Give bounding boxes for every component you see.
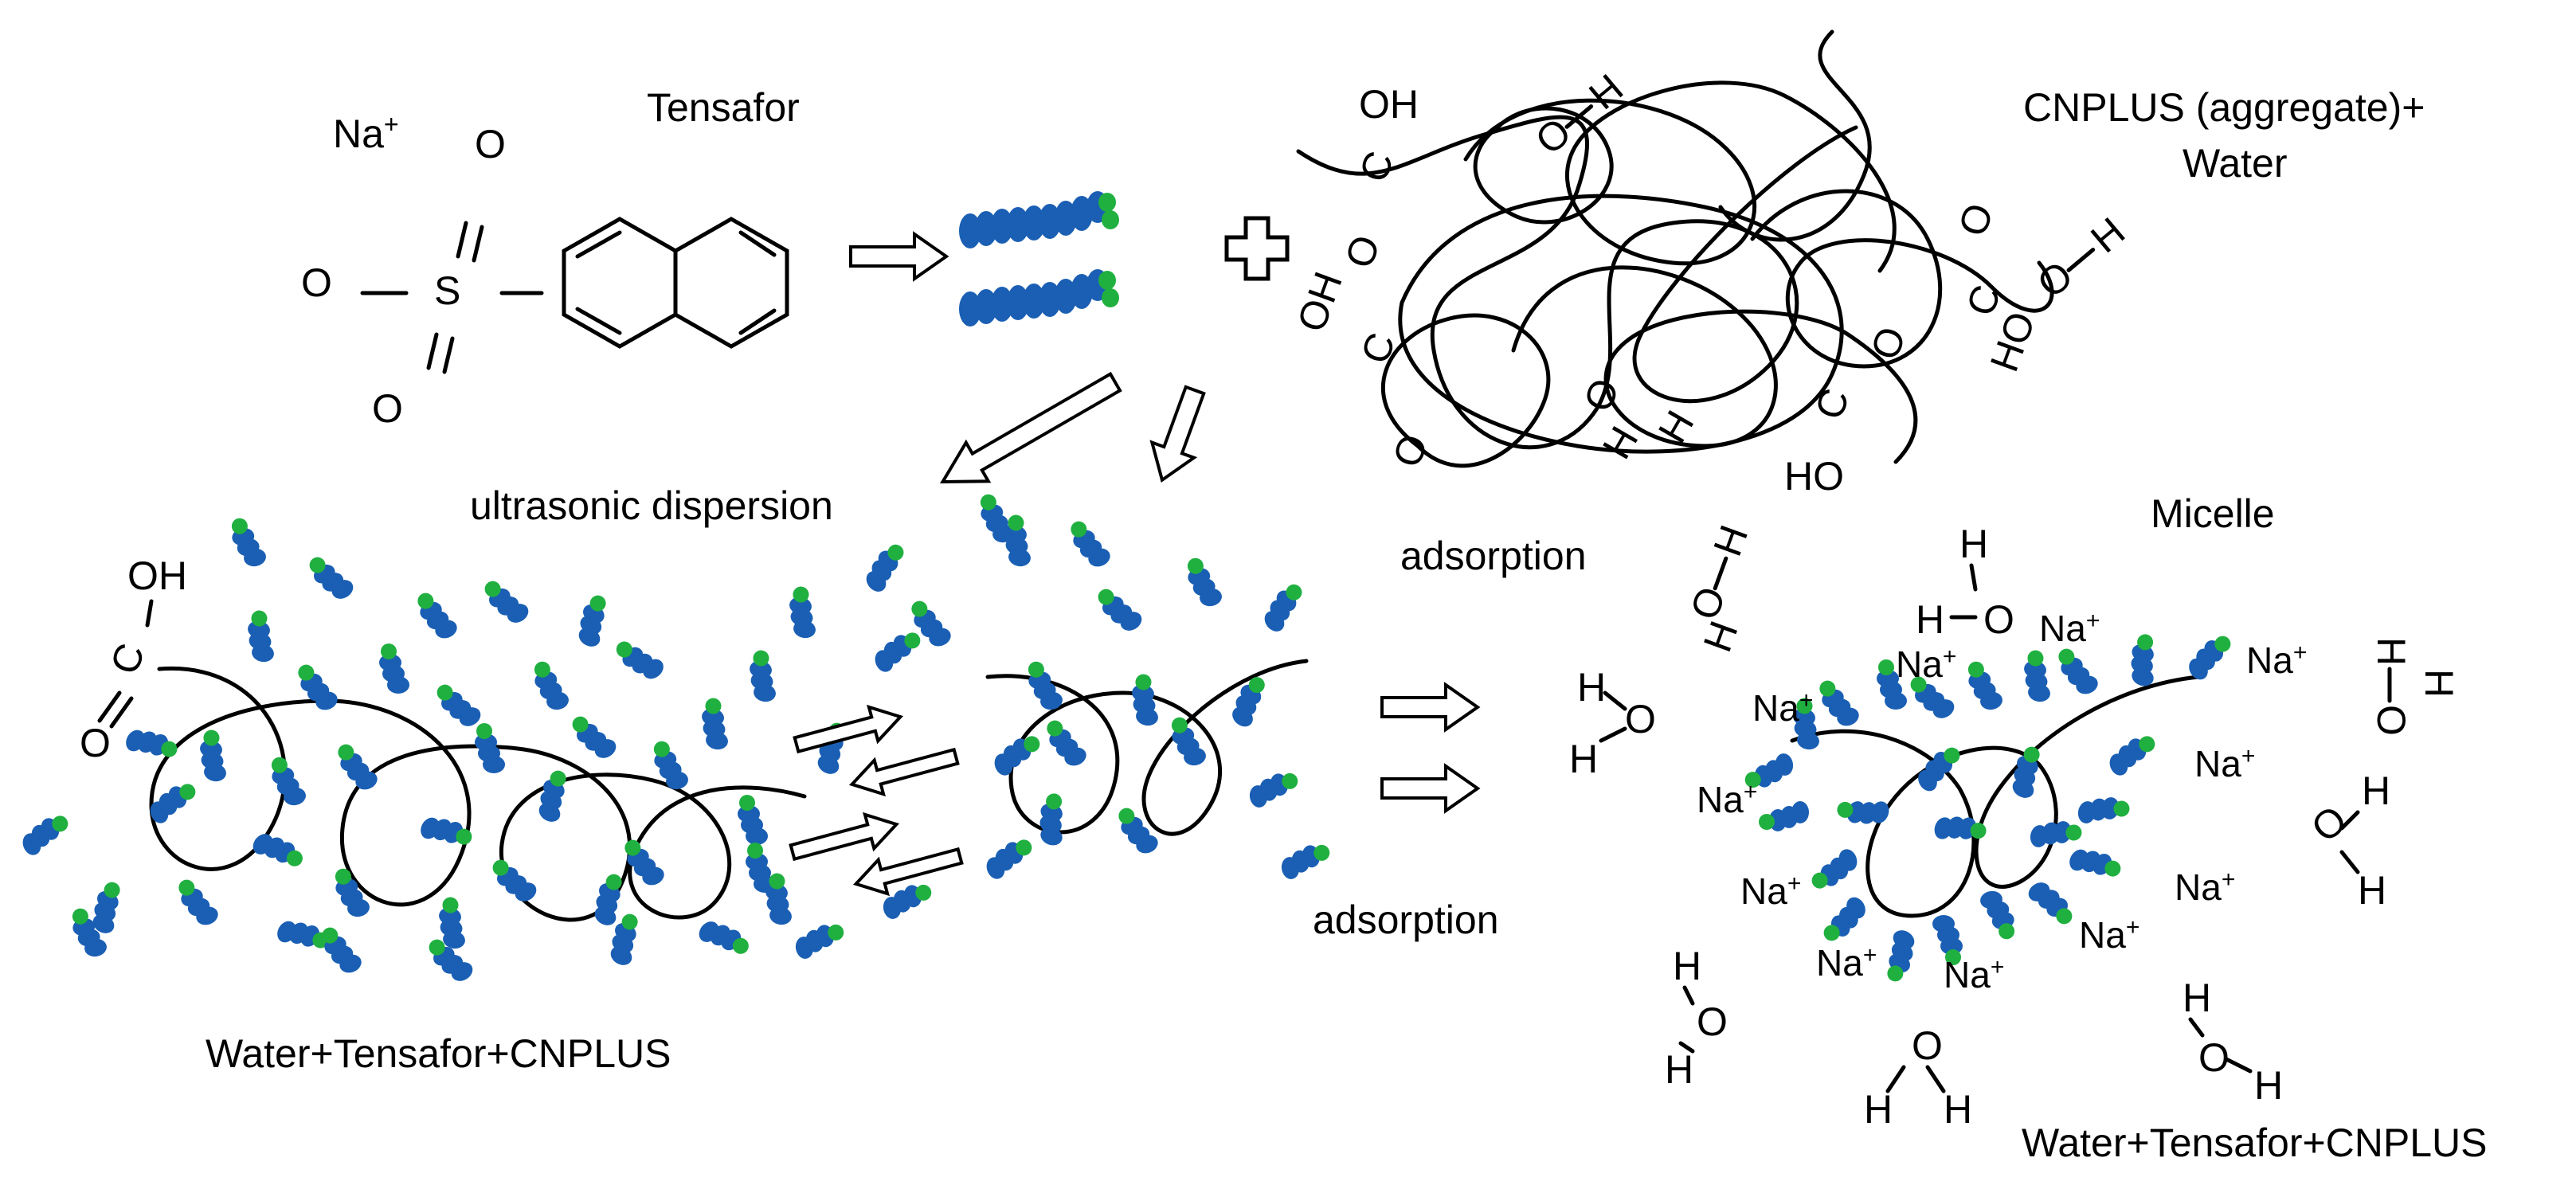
svg-text:H: H	[2183, 976, 2211, 1020]
svg-text:H: H	[2417, 669, 2461, 698]
svg-text:O: O	[1983, 597, 2014, 642]
tensafor-label: Tensafor	[647, 85, 800, 130]
ultrasonic-dispersion-label: ultrasonic dispersion	[470, 483, 833, 528]
oxygen-atom: O	[1950, 198, 2002, 242]
sodium-ion-label: Na+	[333, 110, 399, 156]
water-molecules: H O H O H H H O H H O H O H	[1569, 519, 2461, 1132]
svg-text:H: H	[1577, 665, 1606, 710]
process-arrow-icon	[849, 233, 948, 280]
carbon-atom: C	[1351, 146, 1403, 188]
oxygen-atom: O	[1337, 229, 1389, 274]
micelle-label: Micelle	[2151, 491, 2275, 536]
svg-text:H: H	[2362, 769, 2390, 813]
svg-text:Na+: Na+	[1896, 643, 1956, 685]
svg-text:H: H	[1695, 616, 1747, 658]
svg-text:Na+: Na+	[1944, 954, 2004, 995]
process-arrow-icon	[939, 371, 1122, 484]
tensafor-structure: Na+ Tensafor O O S O	[301, 85, 800, 431]
oxygen-top: O	[475, 122, 506, 166]
hydroxyl-label: OH	[127, 553, 187, 598]
svg-text:H: H	[1665, 1047, 1693, 1092]
svg-text:Na+: Na+	[2194, 743, 2255, 784]
sodium-ions: Na+ Na+ Na+ Na+ Na+ Na+ Na+ Na+ Na+ Na+ …	[1697, 608, 2307, 995]
hydroxyl-label: OH	[1289, 266, 1351, 338]
oxygen-atom: O	[1384, 428, 1437, 473]
oxygen-atom: O	[1862, 321, 1915, 366]
process-arrow-icon	[1380, 765, 1479, 812]
svg-text:Na+: Na+	[2175, 866, 2235, 908]
hydrogen-atom: H	[1650, 403, 1703, 450]
svg-text:O: O	[1697, 999, 1728, 1044]
carbon-atom: C	[102, 638, 154, 680]
svg-text:H: H	[1569, 737, 1598, 781]
svg-text:H: H	[1959, 522, 1988, 566]
svg-text:H: H	[1916, 597, 1944, 642]
svg-text:O: O	[2369, 705, 2414, 736]
svg-text:H: H	[1864, 1087, 1893, 1132]
svg-text:Na+: Na+	[2039, 608, 2100, 649]
equilibrium-arrow-icon	[789, 704, 964, 897]
cnt-with-surfactant-middle	[981, 513, 1333, 882]
hydroxyl-label: HO	[1784, 454, 1844, 499]
svg-text:O: O	[2029, 252, 2081, 307]
cnplus-water-label-line2: Water	[2183, 141, 2288, 186]
svg-text:Na+: Na+	[2246, 639, 2307, 681]
sulfur-atom: S	[434, 268, 460, 313]
svg-text:Na+: Na+	[2079, 914, 2139, 956]
adsorption-label-bottom: adsorption	[1313, 898, 1499, 942]
svg-text:Na+: Na+	[1740, 870, 1801, 912]
svg-text:H: H	[2254, 1063, 2283, 1108]
adsorption-label-top: adsorption	[1400, 534, 1587, 578]
oxygen-left: O	[301, 260, 332, 305]
svg-text:H: H	[1705, 519, 1756, 561]
svg-text:O: O	[1912, 1023, 1943, 1068]
cnplus-water-label-line1: CNPLUS (aggregate)+	[2023, 85, 2425, 130]
mixture-label-left: Water+Tensafor+CNPLUS	[206, 1031, 671, 1076]
svg-text:H: H	[1673, 944, 1701, 988]
svg-text:H: H	[2369, 637, 2414, 666]
svg-text:Na+: Na+	[1816, 942, 1877, 984]
hydroxyl-label: OH	[1359, 82, 1419, 127]
svg-text:O: O	[1625, 697, 1656, 741]
oxygen-bottom: O	[372, 386, 403, 431]
process-arrow-icon	[1380, 683, 1479, 731]
svg-text:Na+: Na+	[1697, 779, 1757, 820]
water-molecule: O H	[2029, 209, 2133, 307]
surfactant-molecule-icon	[959, 191, 1119, 248]
micelle	[1741, 631, 2241, 986]
cnplus-aggregate: OH OH C O C O HO C O O C HO O H H	[1289, 29, 2054, 499]
plus-icon	[1224, 216, 1290, 281]
svg-text:O: O	[2198, 1035, 2230, 1080]
hydrogen-atom: H	[1594, 419, 1647, 466]
process-arrow-icon	[1149, 385, 1206, 483]
carbon-atom: C	[1807, 383, 1858, 425]
svg-text:Na+: Na+	[1752, 687, 1813, 729]
cnt-with-surfactant-left: OH C O	[80, 553, 807, 922]
svg-text:H: H	[1944, 1087, 1972, 1132]
svg-text:H: H	[2358, 868, 2386, 913]
surfactant-molecule-icon	[959, 269, 1119, 327]
oxygen-atom: O	[80, 721, 111, 765]
mixture-label-right: Water+Tensafor+CNPLUS	[2022, 1121, 2488, 1165]
carbon-atom: C	[1353, 327, 1404, 370]
water-molecule: O H	[1527, 65, 1631, 163]
